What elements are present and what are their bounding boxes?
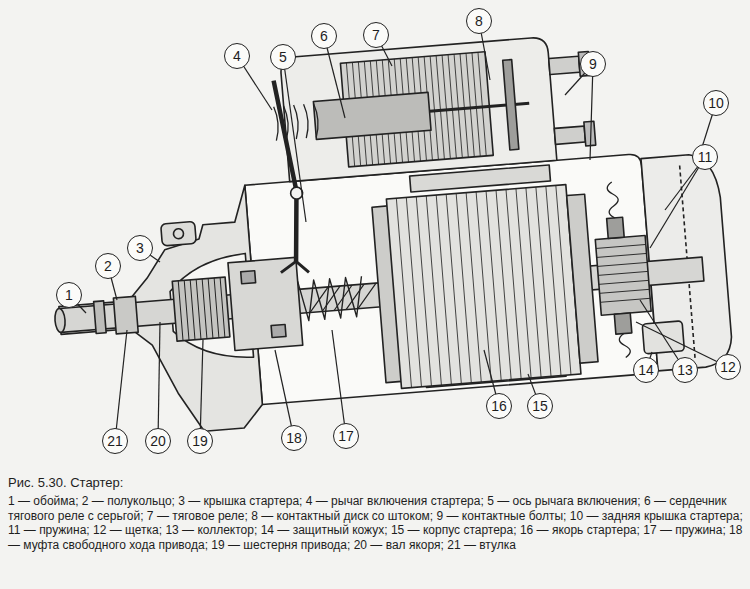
callout-circle: 15 <box>527 393 553 419</box>
callout-number: 16 <box>491 399 507 413</box>
callout-number: 11 <box>698 150 713 164</box>
legend-text: 1 — обойма; 2 — полукольцо; 3 — крышка с… <box>8 494 744 552</box>
callout-circle: 21 <box>102 428 128 454</box>
callout-number: 6 <box>320 29 328 43</box>
callout-circle: 13 <box>672 357 698 383</box>
callout-circle: 12 <box>715 354 741 380</box>
callout-circle: 7 <box>363 22 389 48</box>
callout-circle: 18 <box>281 425 307 451</box>
callout-number: 1 <box>65 288 73 302</box>
callout-number: 4 <box>233 49 241 63</box>
callout-circle: 3 <box>127 235 153 261</box>
callout-circle: 11 <box>692 144 718 170</box>
callout-circle: 20 <box>145 428 171 454</box>
callout-number: 20 <box>150 434 166 448</box>
starter-illustration <box>0 0 750 470</box>
callout-circle: 8 <box>466 8 492 34</box>
callout-number: 14 <box>638 363 654 377</box>
callout-circle: 14 <box>633 357 659 383</box>
callout-circle: 16 <box>486 393 512 419</box>
callout-circle: 1 <box>56 282 82 308</box>
callout-number: 19 <box>192 434 208 448</box>
callout-number: 12 <box>720 360 736 374</box>
callout-number: 2 <box>104 259 112 273</box>
callout-number: 10 <box>708 96 724 110</box>
callout-number: 9 <box>589 57 597 71</box>
callout-circle: 2 <box>95 253 121 279</box>
callout-number: 13 <box>677 363 693 377</box>
callout-circle: 17 <box>333 423 359 449</box>
callout-number: 8 <box>475 14 483 28</box>
callout-number: 17 <box>338 429 354 443</box>
callout-circle: 9 <box>580 51 606 77</box>
callout-number: 15 <box>532 399 548 413</box>
callout-circle: 10 <box>703 90 729 116</box>
callout-number: 3 <box>136 241 144 255</box>
callout-number: 21 <box>107 434 123 448</box>
callout-circle: 6 <box>311 23 337 49</box>
figure-caption: Рис. 5.30. Стартер: <box>8 475 123 491</box>
callout-circle: 4 <box>224 43 250 69</box>
callout-number: 5 <box>279 50 287 64</box>
callout-circle: 19 <box>187 428 213 454</box>
callout-number: 7 <box>372 28 380 42</box>
callout-number: 18 <box>286 431 302 445</box>
callout-circle: 5 <box>270 44 296 70</box>
